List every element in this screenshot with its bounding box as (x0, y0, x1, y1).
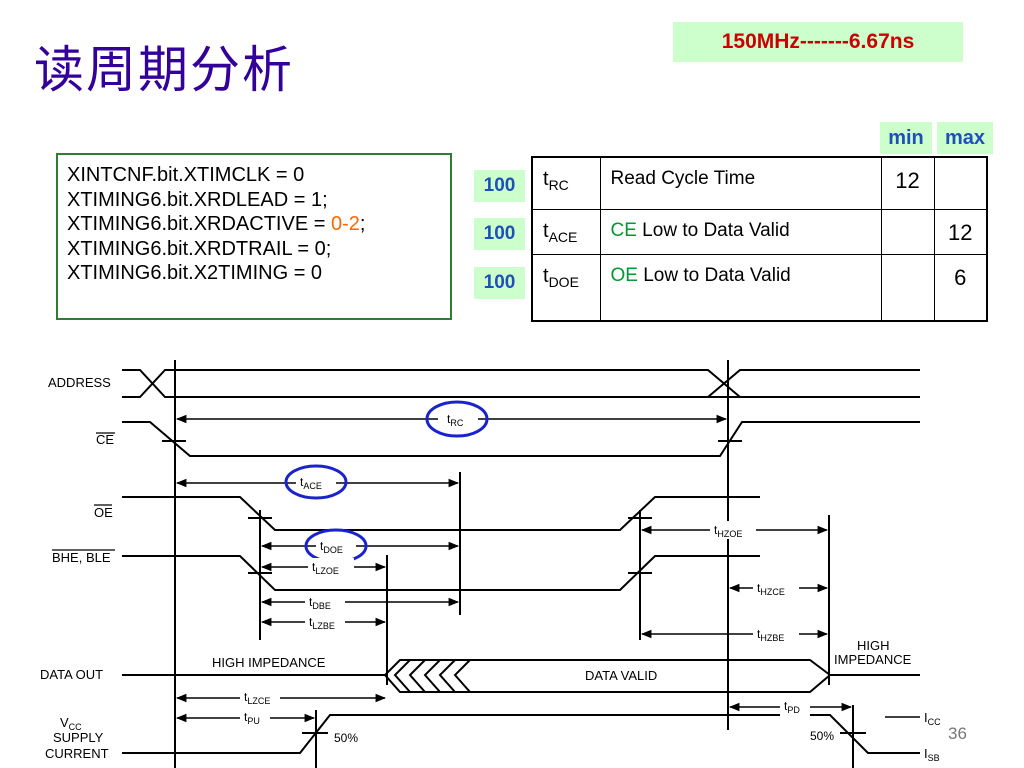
icc-label: ICC (924, 710, 941, 727)
isb-label: ISB (924, 746, 940, 763)
address-label: ADDRESS (48, 375, 111, 390)
read-cycle-timing-diagram: ADDRESS CE OE BHE, BLE DATA OUT VCC SUPP… (40, 360, 941, 768)
trc-label: tRC (447, 412, 464, 428)
supply-current-signal (122, 714, 920, 754)
code-line-3-value: 0-2 (330, 213, 360, 236)
min-cell: 12 (880, 156, 935, 210)
min-cell (880, 208, 935, 255)
page-number: 36 (948, 724, 967, 743)
address-bus-top (122, 369, 741, 398)
vcc-label: VCC (60, 715, 82, 732)
row-tag-tace: 100 (474, 218, 525, 250)
oe-signal (122, 496, 760, 531)
impedance-label: IMPEDANCE (834, 652, 912, 667)
code-line-4: XTIMING6.bit.XRDTRAIL = 0; (67, 237, 332, 260)
tace-highlight-circle (284, 464, 348, 500)
bhe-ble-label: BHE, BLE (52, 550, 111, 565)
thzoe-label: tHZOE (714, 523, 742, 539)
code-line-3-end: ; (359, 213, 366, 236)
tlzoe-label: tLZOE (312, 560, 339, 576)
row-tag-trc: 100 (474, 170, 525, 202)
tlzbe-label: tLZBE (309, 615, 335, 631)
data-out-label: DATA OUT (40, 667, 103, 682)
frequency-note: 150MHz-------6.67ns (673, 22, 963, 62)
pct50-right: 50% (810, 729, 834, 743)
param-cell: tACE (531, 208, 601, 255)
tpu-label: tPU (244, 710, 260, 726)
tlzce-label: tLZCE (244, 690, 270, 706)
data-valid-label: DATA VALID (585, 668, 657, 683)
pct50-left: 50% (334, 731, 358, 745)
high-label: HIGH (857, 638, 890, 653)
tdoe-label: tDOE (320, 539, 343, 555)
code-line-3-text: XTIMING6.bit.XRDACTIVE = (67, 213, 331, 236)
row-tag-tdoe: 100 (474, 267, 525, 299)
code-line-3: XTIMING6.bit.XRDACTIVE = 0-2; (67, 212, 450, 237)
trc-highlight-circle (425, 400, 489, 438)
param-cell: tDOE (531, 253, 601, 322)
code-line-1: XINTCNF.bit.XTIMCLK = 0 (67, 164, 305, 186)
tdbe-label: tDBE (309, 595, 331, 611)
max-header: max (937, 122, 993, 154)
thzbe-label: tHZBE (757, 627, 784, 643)
ce-signal (122, 421, 920, 457)
min-header: min (880, 122, 932, 154)
slide-title: 读周期分析 (34, 41, 294, 99)
data-valid-region (383, 659, 832, 693)
desc-cell: CE Low to Data Valid (599, 208, 882, 255)
timing-params-table: tRC Read Cycle Time 12 tACE CE Low to Da… (531, 156, 988, 322)
max-cell (933, 156, 988, 210)
tpd-label: tPD (784, 699, 800, 715)
desc-cell: OE Low to Data Valid (599, 253, 882, 322)
code-line-2: XTIMING6.bit.XRDLEAD = 1; (67, 188, 328, 211)
high-impedance-label: HIGH IMPEDANCE (212, 655, 326, 670)
param-cell: tRC (531, 156, 601, 210)
code-line-5: XTIMING6.bit.X2TIMING = 0 (67, 262, 323, 285)
address-bus-bottom (122, 369, 920, 398)
thzce-label: tHZCE (757, 581, 785, 597)
table-row: tRC Read Cycle Time 12 (531, 156, 988, 210)
table-row: tACE CE Low to Data Valid 12 (531, 208, 988, 255)
ce-label: CE (96, 432, 114, 447)
bhe-ble-signal (122, 555, 760, 591)
desc-cell: Read Cycle Time (599, 156, 882, 210)
table-row: tDOE OE Low to Data Valid 6 (531, 253, 988, 322)
current-label: CURRENT (45, 746, 109, 761)
max-cell: 6 (933, 253, 988, 322)
register-config-box: XINTCNF.bit.XTIMCLK = 0 XTIMING6.bit.XRD… (56, 153, 452, 320)
tace-label: tACE (300, 475, 322, 491)
max-cell: 12 (933, 208, 988, 255)
supply-label: SUPPLY (53, 730, 104, 745)
min-cell (880, 253, 935, 322)
oe-label: OE (94, 505, 113, 520)
